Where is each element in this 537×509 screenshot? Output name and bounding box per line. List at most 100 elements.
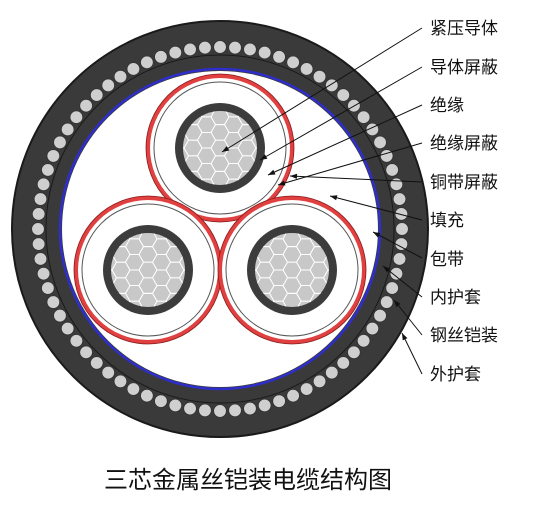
armour-wire: [89, 356, 104, 370]
strand-outline: [178, 269, 185, 287]
label-insulation: 绝缘: [430, 96, 464, 116]
armour-wire: [31, 237, 46, 251]
leader-arrowhead: [402, 333, 408, 341]
armour-wire: [36, 177, 51, 192]
armour-wire: [389, 266, 404, 281]
armour-wire: [140, 388, 154, 403]
leader-arrowhead: [290, 173, 298, 179]
strand-outline: [250, 131, 257, 149]
armour-wire: [101, 78, 116, 93]
armour-wire: [154, 50, 168, 64]
strand-outline: [178, 253, 185, 271]
armour-wire: [126, 62, 141, 76]
armour-wire: [140, 55, 154, 70]
armour-wire: [365, 321, 380, 336]
armour-wire: [257, 45, 272, 60]
conductor: [111, 233, 185, 307]
leader-arrowhead: [222, 146, 230, 152]
armour-wire: [394, 207, 409, 221]
armour-wire: [41, 281, 55, 295]
armour-wire: [53, 308, 67, 323]
armour-wire: [373, 135, 387, 150]
armour-wire: [272, 394, 286, 408]
conductor: [183, 111, 257, 185]
armour-wire: [385, 281, 399, 295]
armour-wire: [53, 135, 67, 150]
leader-arrowhead: [278, 180, 286, 186]
label-outer-sheath: 外护套: [430, 365, 481, 385]
leader-lines: [221, 27, 423, 375]
armour-wire: [183, 401, 197, 416]
armour-wire: [299, 382, 314, 396]
armour-wire: [113, 69, 128, 84]
leader-arrowhead: [260, 154, 268, 160]
label-conductor-screen: 导体屏蔽: [430, 58, 498, 78]
armour-wire: [379, 295, 394, 309]
binding-tape-ring: [58, 67, 382, 391]
armour-wire: [60, 122, 75, 137]
leader-line: [259, 66, 423, 161]
armour-wire: [69, 110, 84, 125]
armour-wire: [31, 222, 45, 236]
leader-line: [401, 332, 423, 375]
strand-outline: [322, 269, 329, 287]
armour-wire: [69, 333, 84, 348]
armour-wire: [213, 40, 227, 54]
armour-wire: [286, 55, 300, 70]
leader-line: [329, 195, 423, 221]
armour-wire: [46, 295, 61, 309]
label-steel-wire-armour: 钢丝铠装: [430, 326, 498, 346]
leader-line: [221, 27, 423, 153]
label-inner-sheath: 内护套: [430, 288, 481, 308]
label-insulation-screen: 绝缘屏蔽: [430, 134, 498, 154]
armour-wire: [183, 42, 197, 57]
strand-outline: [322, 253, 329, 271]
armour-wire: [356, 110, 371, 125]
armour-wire: [79, 98, 93, 113]
armour-wire: [101, 365, 116, 380]
armour-wire: [168, 398, 183, 413]
armour-wire: [243, 42, 257, 57]
leader-line: [382, 265, 423, 298]
armour-wire: [286, 388, 300, 403]
leader-arrowhead: [330, 195, 338, 201]
label-copper-tape-screen: 铜带屏蔽: [430, 173, 498, 193]
armour-wire: [33, 252, 48, 266]
leader-line: [289, 175, 423, 183]
armour-wire: [336, 88, 351, 102]
cable-cross-section: [11, 20, 429, 438]
leader-line: [393, 299, 423, 336]
diagram-title: 三芯金属丝铠装电缆结构图: [104, 466, 392, 494]
armour-wire: [168, 45, 183, 60]
armour-wire: [60, 321, 75, 336]
armour-wire: [154, 394, 168, 408]
armour-wire: [79, 345, 93, 360]
leader-line: [372, 231, 423, 259]
armour-wire: [312, 374, 327, 389]
label-binding-tape: 包带: [430, 250, 464, 270]
armour-wire: [33, 192, 48, 206]
armour-wire: [228, 40, 242, 55]
label-conductor: 紧压导体: [430, 19, 498, 39]
armour-wire: [31, 207, 46, 221]
armour-wire: [385, 163, 399, 177]
armour-wire: [299, 62, 314, 76]
armour-wire: [36, 266, 51, 281]
leader-arrowhead: [383, 266, 391, 273]
armour-wire: [198, 403, 212, 418]
armour-wire: [395, 222, 409, 236]
cable-cores: [73, 73, 367, 345]
armour-wire: [373, 308, 387, 323]
armour-wire: [336, 356, 351, 370]
cable-core: [145, 73, 295, 223]
armour-wire: [379, 149, 394, 163]
armour-wire: [324, 365, 339, 380]
armour-wire: [347, 345, 361, 360]
armour-wire: [394, 237, 409, 251]
armour-wire: [213, 404, 227, 418]
armour-wire: [392, 252, 407, 266]
armour-wire: [243, 401, 257, 416]
armour-wire: [126, 382, 141, 396]
armour-wire: [272, 50, 286, 64]
